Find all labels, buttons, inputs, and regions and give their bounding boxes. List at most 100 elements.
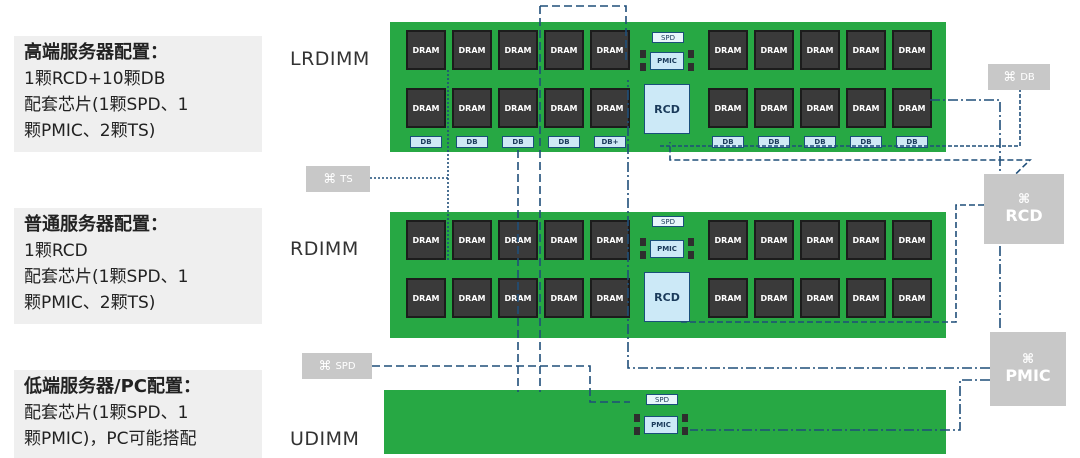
dram-chip: DRAM bbox=[708, 88, 748, 128]
dram-chip: DRAM bbox=[498, 88, 538, 128]
spd-tag-label: SPD bbox=[335, 360, 356, 372]
dram-chip: DRAM bbox=[754, 88, 794, 128]
dram-chip: DRAM bbox=[452, 278, 492, 318]
dram-chip: DRAM bbox=[406, 88, 446, 128]
module-name-rdimm: RDIMM bbox=[290, 238, 359, 260]
config-panel-mid: 普通服务器配置： 1颗RCD 配套芯片(1颗SPD、1 颗PMIC、2颗TS) bbox=[14, 208, 262, 324]
chip-logo-icon: ⌘ bbox=[1021, 352, 1035, 367]
pmic-pin bbox=[640, 63, 646, 71]
dram-chip: DRAM bbox=[406, 30, 446, 70]
dram-chip: DRAM bbox=[800, 278, 840, 318]
dram-chip: DRAM bbox=[846, 278, 886, 318]
dram-chip: DRAM bbox=[406, 278, 446, 318]
db-chip: DB bbox=[502, 136, 534, 148]
dram-chip: DRAM bbox=[452, 220, 492, 260]
dram-chip: DRAM bbox=[544, 88, 584, 128]
dram-chip: DRAM bbox=[590, 278, 630, 318]
chip-logo-icon: ⌘ bbox=[1003, 69, 1017, 85]
chip-logo-icon: ⌘ bbox=[323, 171, 337, 187]
module-name-udimm: UDIMM bbox=[290, 428, 360, 450]
db-chip: DB bbox=[712, 136, 744, 148]
config-panel-high: 高端服务器配置： 1颗RCD+10颗DB 配套芯片(1颗SPD、1 颗PMIC、… bbox=[14, 36, 262, 152]
dram-chip: DRAM bbox=[800, 30, 840, 70]
spd-tag: ⌘ SPD bbox=[302, 353, 372, 379]
pmic-pin bbox=[634, 427, 640, 435]
pmic-chip: PMIC bbox=[650, 240, 684, 258]
dram-chip: DRAM bbox=[846, 88, 886, 128]
dram-chip: DRAM bbox=[892, 278, 932, 318]
dram-chip: DRAM bbox=[846, 30, 886, 70]
pmic-pin bbox=[688, 251, 694, 259]
db-tag: ⌘ DB bbox=[988, 64, 1050, 90]
pmic-pin bbox=[688, 238, 694, 246]
pmic-chip: PMIC bbox=[650, 52, 684, 70]
chip-logo-icon: ⌘ bbox=[318, 358, 332, 374]
dram-chip: DRAM bbox=[452, 88, 492, 128]
pmic-tag-label: PMIC bbox=[1005, 366, 1051, 385]
pmic-pin bbox=[634, 414, 640, 422]
db-chip: DB bbox=[896, 136, 928, 148]
db-chip: DB bbox=[850, 136, 882, 148]
config-line-high-1: 1颗RCD+10颗DB bbox=[24, 69, 166, 89]
dram-chip: DRAM bbox=[406, 220, 446, 260]
pmic-pin bbox=[640, 238, 646, 246]
pmic-pin bbox=[688, 63, 694, 71]
rcd-chip: RCD bbox=[644, 272, 690, 322]
rcd-chip: RCD bbox=[644, 84, 690, 134]
dram-chip: DRAM bbox=[498, 30, 538, 70]
config-line-high-2: 配套芯片(1颗SPD、1 bbox=[24, 95, 189, 115]
spd-chip: SPD bbox=[652, 216, 684, 227]
dram-chip: DRAM bbox=[754, 30, 794, 70]
dram-chip: DRAM bbox=[846, 220, 886, 260]
udimm-board: SPD PMIC bbox=[384, 390, 946, 454]
db-chip: DB bbox=[758, 136, 790, 148]
rcd-tag: ⌘ RCD bbox=[984, 174, 1064, 244]
dram-chip: DRAM bbox=[708, 30, 748, 70]
dram-chip: DRAM bbox=[590, 220, 630, 260]
rcd-tag-label: RCD bbox=[1005, 206, 1043, 225]
dram-chip: DRAM bbox=[590, 30, 630, 70]
dram-chip: DRAM bbox=[544, 30, 584, 70]
config-title-low: 低端服务器/PC配置： bbox=[24, 376, 201, 397]
config-line-high-3: 颗PMIC、2颗TS) bbox=[24, 121, 156, 141]
pmic-pin bbox=[682, 414, 688, 422]
config-line-low-2: 颗PMIC)，PC可能搭配 bbox=[24, 429, 197, 449]
config-line-mid-2: 配套芯片(1颗SPD、1 bbox=[24, 267, 189, 287]
dram-chip: DRAM bbox=[708, 220, 748, 260]
db-chip: DB bbox=[410, 136, 442, 148]
config-line-mid-3: 颗PMIC、2颗TS) bbox=[24, 293, 156, 313]
ts-tag: ⌘ TS bbox=[306, 166, 370, 192]
spd-chip: SPD bbox=[652, 32, 684, 43]
pmic-pin bbox=[640, 50, 646, 58]
dram-chip: DRAM bbox=[754, 220, 794, 260]
dram-chip: DRAM bbox=[892, 30, 932, 70]
config-line-low-1: 配套芯片(1颗SPD、1 bbox=[24, 403, 189, 423]
dram-chip: DRAM bbox=[800, 220, 840, 260]
config-line-mid-1: 1颗RCD bbox=[24, 241, 88, 261]
config-title-high: 高端服务器配置： bbox=[24, 42, 168, 63]
dram-chip: DRAM bbox=[452, 30, 492, 70]
dram-chip: DRAM bbox=[544, 278, 584, 318]
dram-chip: DRAM bbox=[544, 220, 584, 260]
dram-chip: DRAM bbox=[754, 278, 794, 318]
dram-chip: DRAM bbox=[892, 220, 932, 260]
db-chip: DB bbox=[548, 136, 580, 148]
ts-tag-label: TS bbox=[340, 173, 353, 185]
dram-chip: DRAM bbox=[590, 88, 630, 128]
pmic-chip: PMIC bbox=[644, 416, 678, 434]
pmic-tag: ⌘ PMIC bbox=[990, 332, 1066, 406]
dram-chip: DRAM bbox=[800, 88, 840, 128]
db-chip: DB bbox=[804, 136, 836, 148]
spd-chip: SPD bbox=[646, 394, 678, 405]
pmic-pin bbox=[640, 251, 646, 259]
chip-logo-icon: ⌘ bbox=[1017, 192, 1031, 207]
db-chip: DB bbox=[456, 136, 488, 148]
db-chip: DB+ bbox=[594, 136, 626, 148]
dram-chip: DRAM bbox=[708, 278, 748, 318]
db-tag-label: DB bbox=[1020, 71, 1035, 83]
config-panel-low: 低端服务器/PC配置： 配套芯片(1颗SPD、1 颗PMIC)，PC可能搭配 bbox=[14, 370, 262, 458]
module-name-lrdimm: LRDIMM bbox=[290, 48, 370, 70]
